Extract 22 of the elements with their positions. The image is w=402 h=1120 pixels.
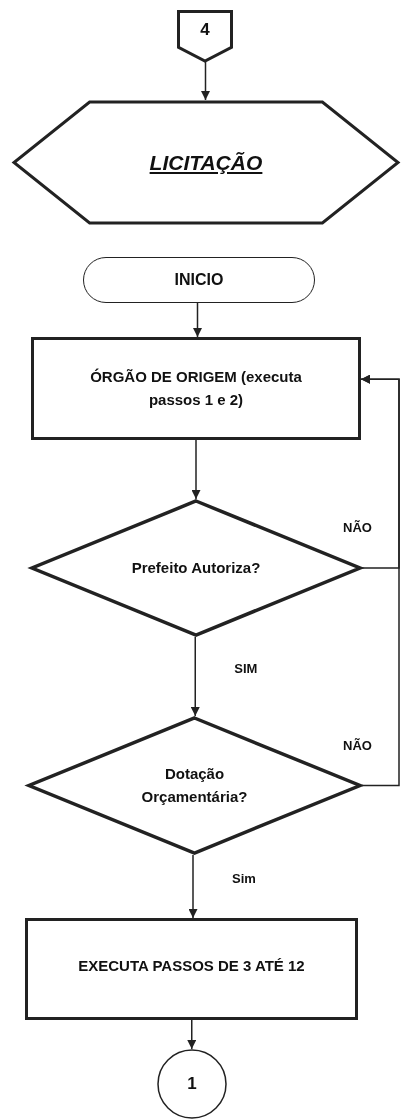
box-label: EXECUTA PASSOS DE 3 ATÉ 12: [78, 956, 305, 976]
terminator-label: INICIO: [174, 270, 224, 290]
preparation-hexagon: [12, 100, 400, 225]
arrow: [187, 1019, 197, 1050]
decision-label: Prefeito Autoriza?: [131, 557, 261, 578]
arrow: [188, 854, 198, 919]
off-page-connector: [177, 10, 233, 62]
arrow: [193, 302, 202, 338]
hexagon-label: LICITAÇÃO: [149, 149, 263, 176]
box-label: ÓRGÃO DE ORIGEM (executa passos 1 e 2): [89, 367, 303, 410]
edge-label: NÃO: [342, 520, 373, 535]
process-box: [25, 918, 358, 1020]
connector-number: 4: [200, 19, 210, 42]
decision-label: Dotação Orçamentária?: [140, 764, 249, 807]
connector-circle: [157, 1049, 227, 1119]
process-box: [31, 337, 361, 440]
edge-label: NÃO: [342, 737, 373, 753]
arrow: [360, 374, 400, 787]
arrow: [201, 61, 210, 101]
connector-number: 1: [187, 1073, 197, 1096]
arrow: [190, 636, 200, 717]
arrow: [191, 439, 201, 500]
